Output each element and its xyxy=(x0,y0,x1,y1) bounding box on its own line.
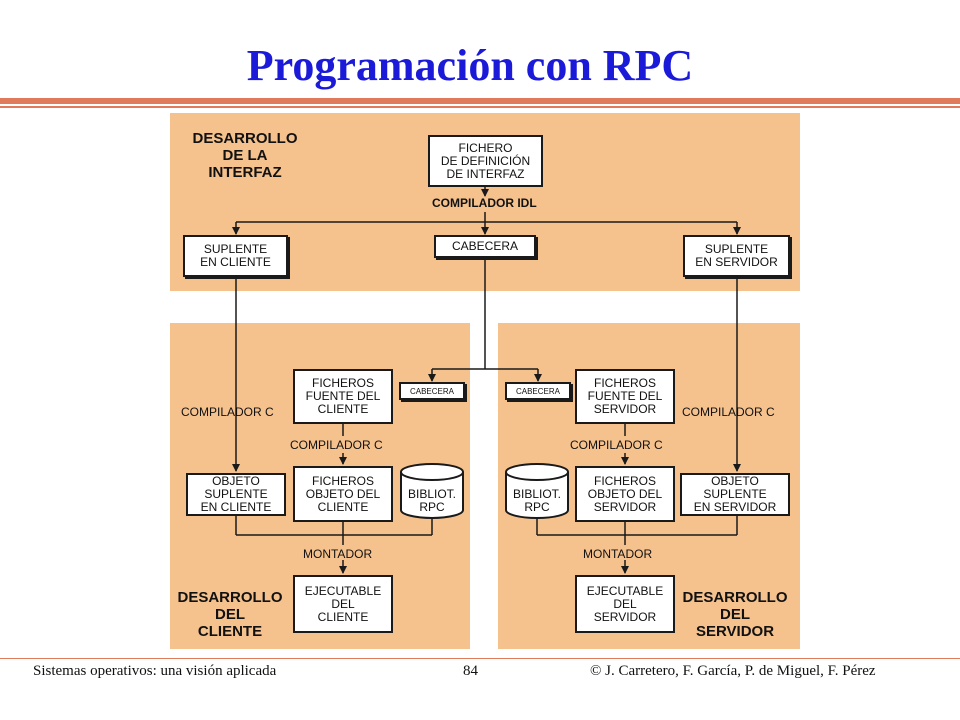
server-object-box[interactable]: FICHEROS OBJETO DEL SERVIDOR xyxy=(575,466,675,522)
client-object-box[interactable]: FICHEROS OBJETO DEL CLIENTE xyxy=(293,466,393,522)
c-compiler-label-left: COMPILADOR C xyxy=(181,405,274,419)
client-header-box[interactable]: CABECERA xyxy=(399,382,465,400)
header-box[interactable]: CABECERA xyxy=(434,235,536,258)
idl-compiler-label: COMPILADOR IDL xyxy=(432,196,537,210)
server-lib-label: BIBLIOT. RPC xyxy=(512,487,562,514)
footer-rule xyxy=(0,658,960,659)
server-source-box[interactable]: FICHEROS FUENTE DEL SERVIDOR xyxy=(575,369,675,424)
cylinder-client-lib xyxy=(400,463,464,519)
server-exec-box[interactable]: EJECUTABLE DEL SERVIDOR xyxy=(575,575,675,633)
client-lib-label: BIBLIOT. RPC xyxy=(407,487,457,514)
section-label-client: DESARROLLO DEL CLIENTE xyxy=(177,589,283,640)
c-compiler-label-client: COMPILADOR C xyxy=(290,438,383,452)
client-stub-object-box[interactable]: OBJETO SUPLENTE EN CLIENTE xyxy=(186,473,286,516)
footer-left: Sistemas operativos: una visión aplicada xyxy=(33,663,277,679)
server-stub-box[interactable]: SUPLENTE EN SERVIDOR xyxy=(683,235,790,277)
c-compiler-label-server: COMPILADOR C xyxy=(570,438,663,452)
server-header-box[interactable]: CABECERA xyxy=(505,382,571,400)
client-exec-box[interactable]: EJECUTABLE DEL CLIENTE xyxy=(293,575,393,633)
page-title: Programación con RPC xyxy=(246,41,694,90)
section-label-interface: DESARROLLO DE LA INTERFAZ xyxy=(192,130,298,181)
linker-label-server: MONTADOR xyxy=(583,547,653,561)
c-compiler-label-right: COMPILADOR C xyxy=(682,405,775,419)
title-rule-thin xyxy=(0,106,960,108)
footer-page-number: 84 xyxy=(463,663,478,679)
cylinder-server-lib xyxy=(505,463,569,519)
linker-label-client: MONTADOR xyxy=(303,547,373,561)
server-stub-object-box[interactable]: OBJETO SUPLENTE EN SERVIDOR xyxy=(680,473,790,516)
client-stub-box[interactable]: SUPLENTE EN CLIENTE xyxy=(183,235,288,277)
footer-right: © J. Carretero, F. García, P. de Miguel,… xyxy=(590,663,876,679)
client-source-box[interactable]: FICHEROS FUENTE DEL CLIENTE xyxy=(293,369,393,424)
section-label-server: DESARROLLO DEL SERVIDOR xyxy=(682,589,788,640)
title-rule-thick xyxy=(0,98,960,104)
idl-file-box[interactable]: FICHERO DE DEFINICIÓN DE INTERFAZ xyxy=(428,135,543,187)
